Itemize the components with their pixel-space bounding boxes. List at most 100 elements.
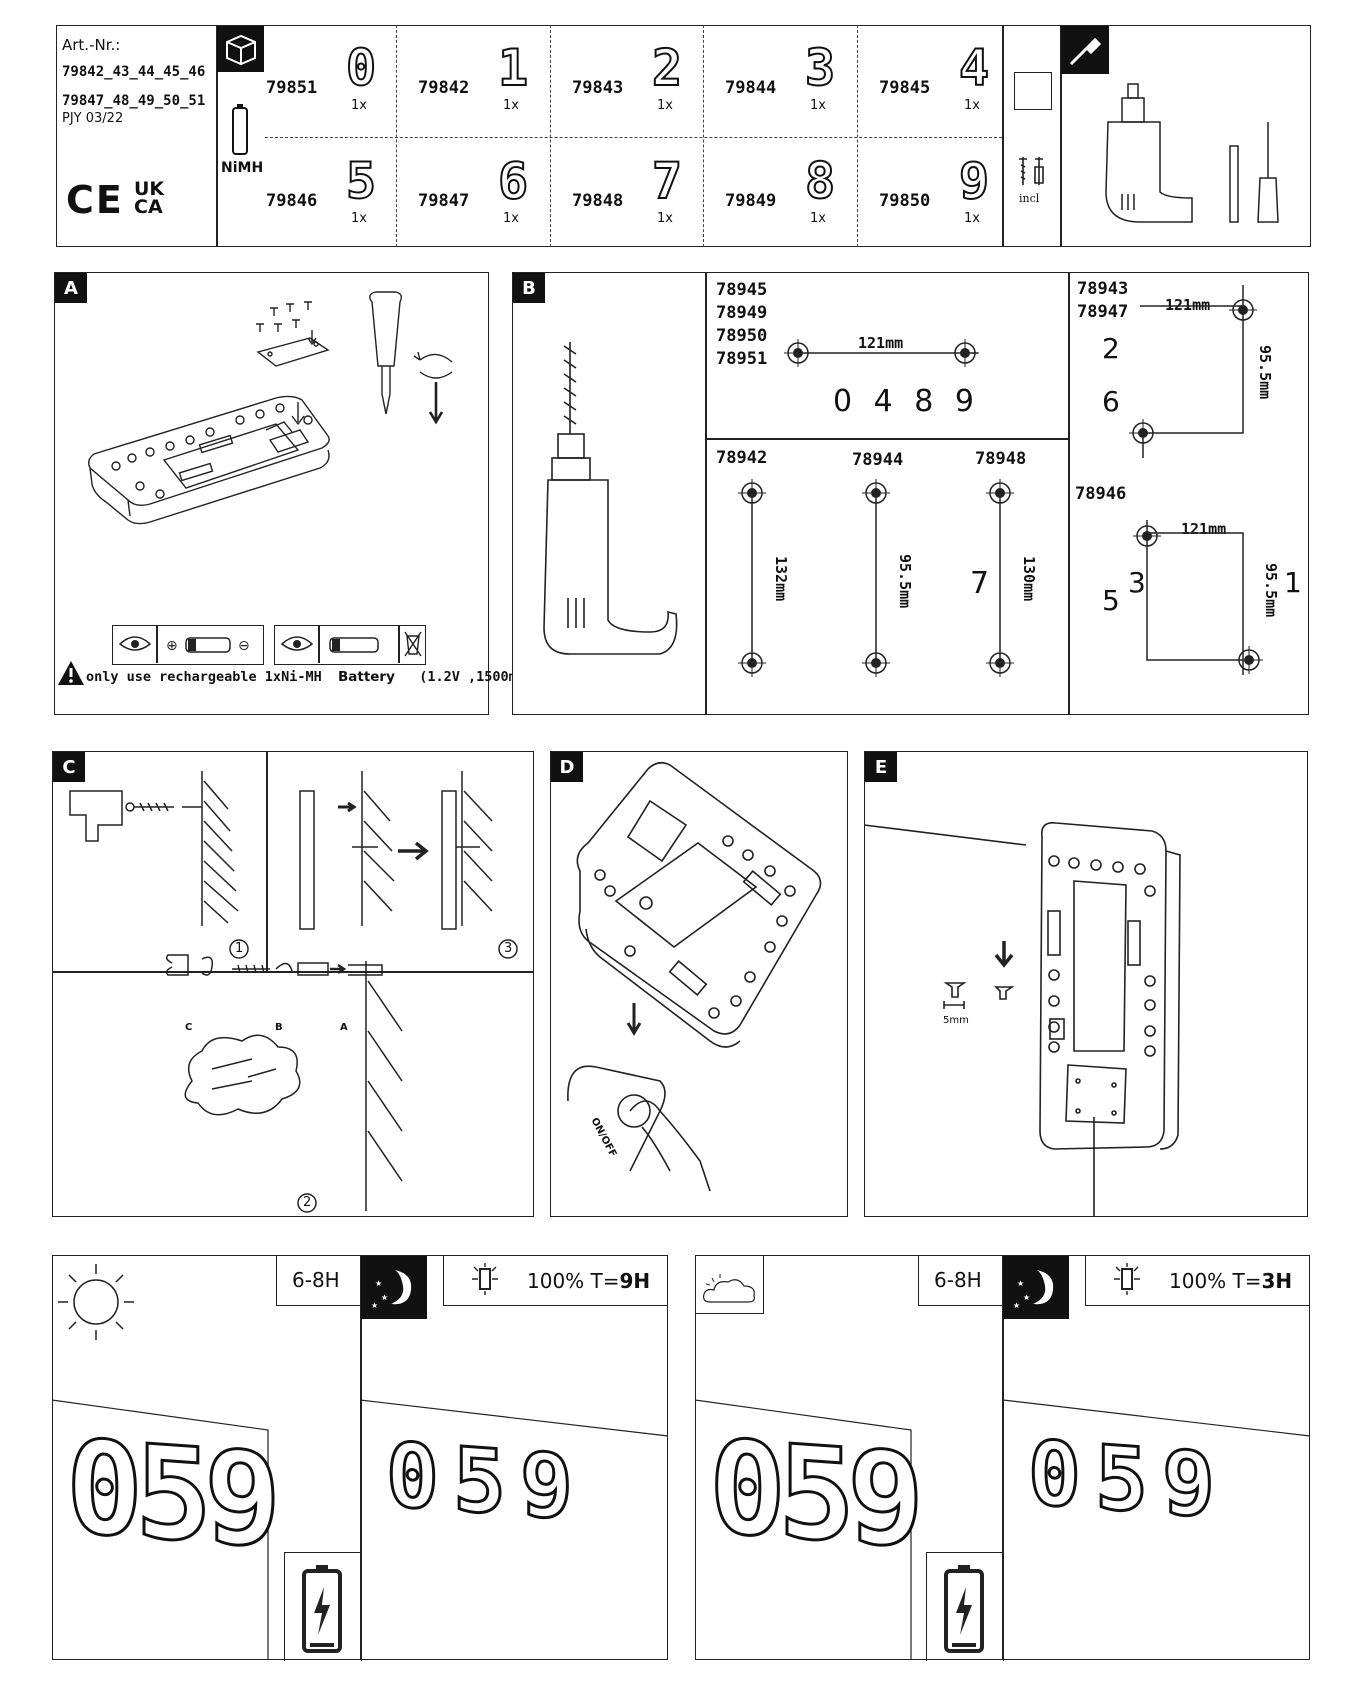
- battery-label: NiMH: [221, 160, 264, 176]
- c-step-2: 2: [303, 1195, 312, 1210]
- wall-sunny: [51, 1399, 669, 1660]
- svg-text:★: ★: [1013, 1301, 1020, 1310]
- ukca-mark: UK CA: [134, 178, 165, 218]
- panel-d-illustration: [567, 761, 822, 1192]
- template-square-icon: [1014, 72, 1052, 110]
- b-group6-v: 95.5mm: [1262, 563, 1280, 618]
- item-digit: 5: [345, 151, 377, 211]
- battery-orientation-strip: [112, 625, 264, 665]
- eye-icon: [280, 636, 314, 651]
- item-qty: 1x: [657, 98, 673, 113]
- item-code: 79850: [879, 191, 931, 211]
- battery-charging-box: [284, 1552, 362, 1661]
- item-qty: 1x: [964, 211, 980, 226]
- item-qty: 1x: [810, 211, 826, 226]
- panel-e-illustration: [863, 821, 1181, 1217]
- drill-hole-cross: [1129, 419, 1157, 447]
- b-hole-diagrams: [738, 285, 1263, 677]
- drill-hole-cross: [1235, 646, 1263, 674]
- item-digit: 0: [345, 38, 377, 98]
- svg-text:★: ★: [371, 1301, 378, 1310]
- drill-hole-cross: [862, 649, 890, 677]
- e-dim-label: 5mm: [943, 1015, 969, 1026]
- drill-hole-cross: [1229, 296, 1257, 324]
- item-qty: 1x: [351, 211, 367, 226]
- b-group6-digit: 1: [1284, 566, 1302, 599]
- drill-large-illustration: [543, 342, 678, 655]
- digits-glowing: 059: [1027, 1419, 1231, 1539]
- ce-mark: CE: [66, 178, 124, 222]
- item-digit: 4: [958, 38, 990, 98]
- svg-text:⊖: ⊖: [238, 638, 250, 654]
- b-group5-code: 78943: [1077, 279, 1129, 299]
- charge-time: 6-8H: [934, 1268, 982, 1292]
- b-group4-dim: 130mm: [1020, 556, 1038, 602]
- b-group2-dim: 132mm: [772, 556, 790, 602]
- battery-side-icon: [329, 637, 379, 653]
- panel-e: E: [864, 751, 1308, 1217]
- item-code: 79842: [418, 78, 470, 98]
- item-digit: 1: [497, 38, 529, 98]
- battery-recycle-strip: [274, 625, 426, 665]
- battery-charging-box: [926, 1552, 1004, 1661]
- warning-icon: [58, 661, 84, 685]
- drill-illustration: [1105, 83, 1279, 223]
- panel-c-illustration: [69, 771, 518, 1213]
- b-group1-dim: 121mm: [858, 334, 904, 352]
- digits-charging: 059: [708, 1411, 918, 1577]
- c-sub-a: A: [340, 1022, 348, 1033]
- item-digit: 8: [804, 151, 836, 211]
- battery-icon: [232, 104, 248, 155]
- panel-c: C: [52, 751, 534, 1217]
- battery-polarity-icon: ⊕⊖: [166, 637, 250, 654]
- c-step-1: 1: [235, 941, 244, 956]
- panel-c-tag: C: [53, 752, 85, 782]
- glowing-digit-icon: [1114, 1263, 1140, 1295]
- warning-text: only use rechargeable 1xNi-MH Battery (1…: [86, 669, 542, 685]
- b-group5-digit: 6: [1102, 385, 1120, 418]
- light-info: 100% T=3H: [1169, 1269, 1293, 1293]
- panel-e-tag: E: [865, 752, 897, 782]
- item-code: 79849: [725, 191, 777, 211]
- panel-a-tag: A: [55, 273, 87, 303]
- cloud-sun-icon: [703, 1274, 755, 1303]
- panel-b-tag: B: [513, 273, 545, 303]
- glowing-digit-icon: [472, 1263, 498, 1295]
- art-numbers-2: 79847_48_49_50_51: [62, 93, 206, 109]
- b-group1-code: 78949: [716, 303, 768, 323]
- svg-text:★: ★: [375, 1279, 382, 1288]
- item-qty: 1x: [810, 98, 826, 113]
- panel-b: B: [512, 272, 1309, 715]
- charge-time-box: [276, 1255, 361, 1306]
- item-digit: 3: [804, 38, 836, 98]
- item-digit: 7: [651, 151, 683, 211]
- drill-hole-cross: [784, 339, 812, 367]
- panel-a-device-illustration: [87, 291, 453, 525]
- b-group5-h: 121mm: [1165, 296, 1211, 314]
- art-numbers-1: 79842_43_44_45_46: [62, 64, 206, 80]
- item-code: 79845: [879, 78, 931, 98]
- c-step-3: 3: [504, 941, 513, 956]
- b-group5-digit: 2: [1102, 332, 1120, 365]
- light-info-box: [443, 1255, 668, 1306]
- b-group1-code: 78945: [716, 280, 768, 300]
- c-sub-b: B: [275, 1022, 283, 1033]
- hole-square-outline: [1140, 305, 1244, 434]
- art-label: Art.-Nr.:: [62, 36, 121, 54]
- drill-hole-cross: [986, 479, 1014, 507]
- b-group6-digit: 3: [1128, 566, 1146, 599]
- item-digit: 2: [651, 38, 683, 98]
- b-group6-code: 78946: [1075, 484, 1127, 504]
- drill-hole-cross: [862, 479, 890, 507]
- item-digit: 9: [958, 151, 990, 211]
- drill-hole-cross: [986, 649, 1014, 677]
- light-info: 100% T=9H: [527, 1269, 651, 1293]
- svg-text:★: ★: [1023, 1293, 1030, 1302]
- battery-charging-icon: [302, 1565, 342, 1653]
